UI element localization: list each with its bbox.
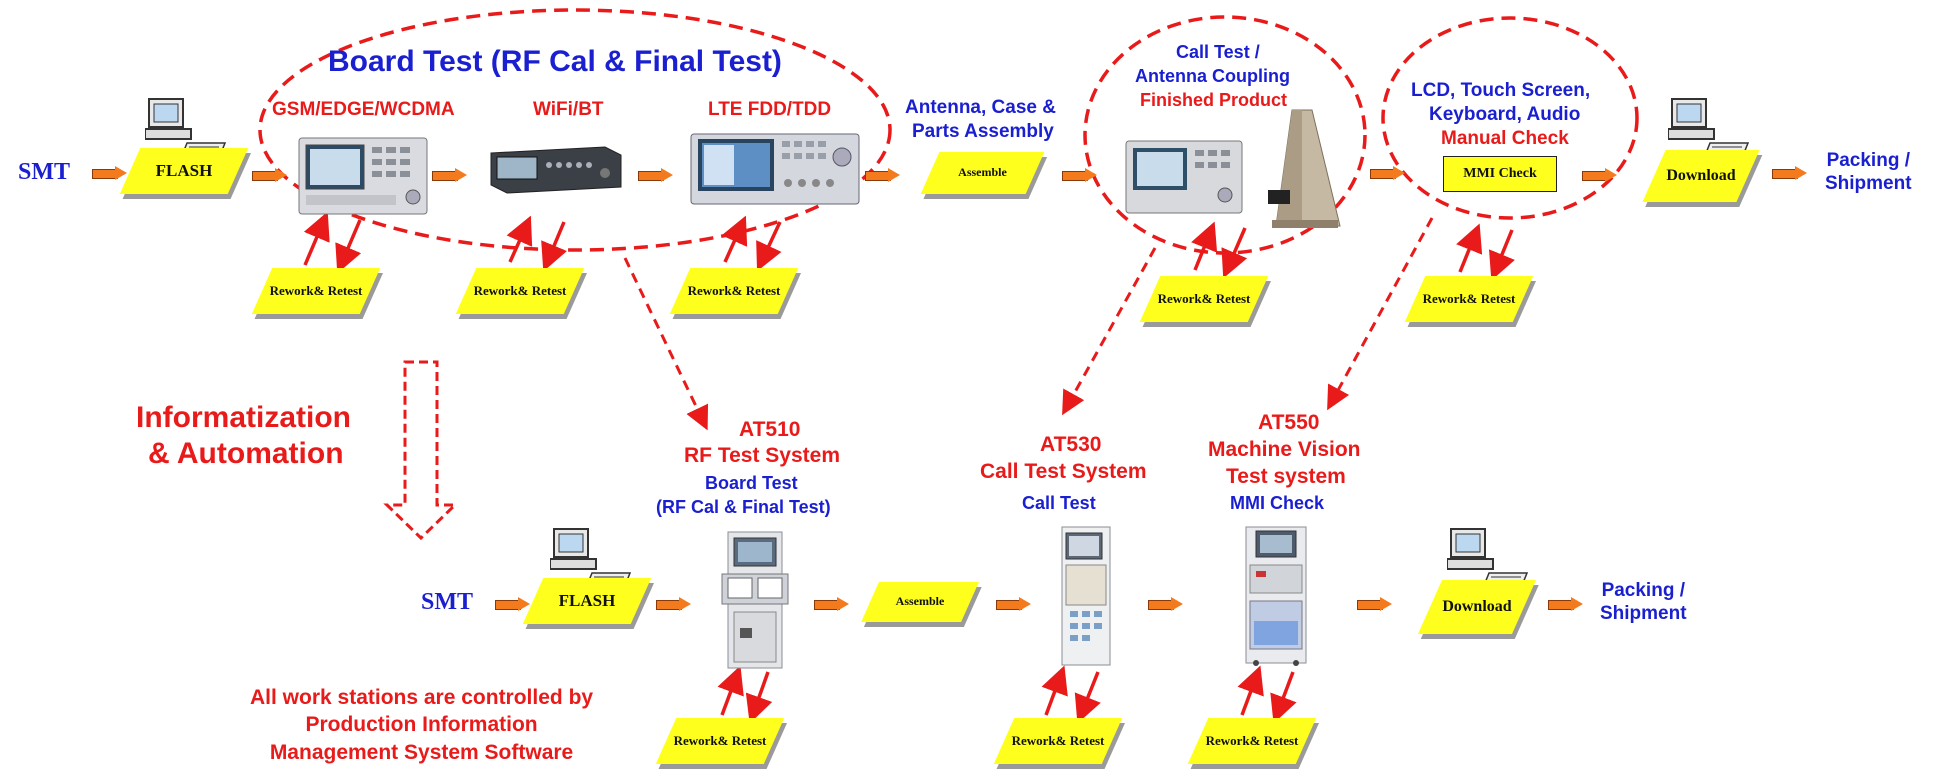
rework-retest-box: Rework& Retest <box>993 718 1123 764</box>
at550-title: AT550 <box>1258 411 1320 434</box>
at530-subtitle: Call Test System <box>980 460 1147 483</box>
call-test-label-line3: Finished Product <box>1140 90 1288 110</box>
at510-subtitle: RF Test System <box>684 444 840 467</box>
board-test-to-at510-connector <box>623 257 709 431</box>
informatization-label: Informatization& Automation <box>136 401 351 470</box>
lte-tester-image <box>690 133 860 210</box>
lcd-label-line1: LCD, Touch Screen, <box>1411 80 1591 101</box>
assemble-box: Assemble <box>920 152 1045 194</box>
flow-arrow <box>495 597 531 611</box>
assembly-label-line1: Antenna, Case & <box>905 97 1056 118</box>
flow-arrow <box>1548 597 1584 611</box>
mmi-check-ellipse <box>1381 16 1639 220</box>
flash-box: FLASH <box>119 148 249 194</box>
wifi-tester-image <box>487 145 623 200</box>
lcd-label-line3: Manual Check <box>1441 128 1569 149</box>
top-smt-label: SMT <box>18 159 71 185</box>
lte-label: LTE FDD/TDD <box>708 99 832 120</box>
mmi-check-box: MMI Check <box>1443 156 1557 192</box>
flow-arrow <box>1370 166 1406 180</box>
rework-arrows-bottom <box>717 665 1297 724</box>
at530-cabinet-image <box>1058 525 1114 672</box>
computer-icon <box>1667 97 1750 155</box>
flow-arrow <box>865 168 901 182</box>
automation-down-arrow <box>383 360 459 541</box>
rework-retest-box: Rework& Retest <box>1139 276 1269 322</box>
call-test-label-line2: Antenna Coupling <box>1135 66 1290 86</box>
flow-arrow <box>1062 168 1098 182</box>
mmi-to-at550-connector <box>1327 217 1434 411</box>
call-tester-image <box>1125 140 1243 219</box>
flow-arrow <box>638 168 674 182</box>
at510-cabinet-image <box>720 530 790 675</box>
rework-retest-box: Rework& Retest <box>1404 276 1534 322</box>
flow-arrow <box>656 597 692 611</box>
computer-icon <box>1446 527 1529 585</box>
flow-arrow <box>92 166 128 180</box>
gsm-label: GSM/EDGE/WCDMA <box>272 99 455 120</box>
flash-box: FLASH <box>522 578 652 624</box>
flash-label: FLASH <box>155 160 213 180</box>
board-test-ellipse <box>258 8 892 252</box>
at510-board-test: Board Test <box>705 473 798 493</box>
packing-label: Packing /Shipment <box>1600 580 1687 624</box>
at530-title: AT530 <box>1040 433 1102 456</box>
wifi-label: WiFi/BT <box>533 99 604 120</box>
rework-retest-box: Rework& Retest <box>655 718 785 764</box>
at550-test-system: Test system <box>1226 465 1346 488</box>
assemble-box: Assemble <box>861 582 979 622</box>
flow-arrow <box>1582 168 1618 182</box>
flow-arrow <box>996 597 1032 611</box>
flow-arrow <box>252 168 288 182</box>
at550-subtitle: Machine Vision <box>1208 438 1361 461</box>
at510-rf-cal: (RF Cal & Final Test) <box>656 497 831 517</box>
antenna-coupler-image <box>1262 108 1342 238</box>
assemble-label: Assemble <box>895 594 945 609</box>
assemble-label: Assemble <box>958 165 1007 180</box>
flow-arrow <box>1148 597 1184 611</box>
rework-retest-box: Rework& Retest <box>669 268 799 314</box>
flash-label: FLASH <box>558 590 616 610</box>
at510-title: AT510 <box>739 418 801 441</box>
call-test-to-at530-connector <box>1062 247 1157 416</box>
bottom-smt-label: SMT <box>421 589 474 615</box>
at550-cabinet-image <box>1240 525 1312 672</box>
at530-call-test: Call Test <box>1022 493 1096 513</box>
at550-mmi-check: MMI Check <box>1230 493 1325 513</box>
rework-arrows-top <box>303 211 1515 281</box>
flow-arrow <box>1357 597 1393 611</box>
computer-icon <box>549 527 632 585</box>
rework-retest-box: Rework& Retest <box>251 268 381 314</box>
packing-label: Packing /Shipment <box>1825 150 1912 194</box>
flow-arrow <box>814 597 850 611</box>
rework-retest-box: Rework& Retest <box>1187 718 1317 764</box>
call-test-label-line1: Call Test / <box>1176 42 1260 62</box>
board-test-title: Board Test (RF Cal & Final Test) <box>328 45 782 78</box>
gsm-tester-image <box>298 137 428 220</box>
rework-retest-box: Rework& Retest <box>455 268 585 314</box>
lcd-label-line2: Keyboard, Audio <box>1429 104 1581 125</box>
flow-arrow <box>1772 166 1808 180</box>
flow-arrow <box>432 168 468 182</box>
assembly-label-line2: Parts Assembly <box>912 121 1054 142</box>
computer-icon <box>144 97 227 155</box>
